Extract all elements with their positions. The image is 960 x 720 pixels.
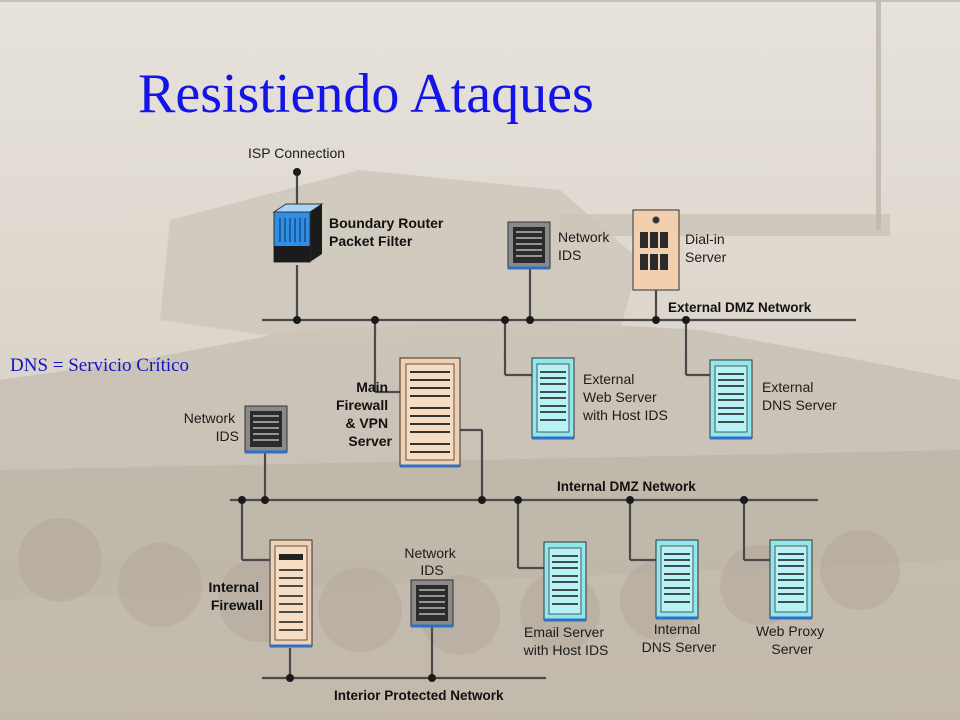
network-ids-internal-icon (410, 579, 454, 628)
external-dns-server-icon (709, 359, 753, 440)
network-ids-internal-label: Network IDS (404, 545, 459, 578)
interior-protected-network-label: Interior Protected Network (334, 688, 504, 703)
boundary-router-label: Boundary Router Packet Filter (329, 215, 447, 249)
email-server-label: Email Server with Host IDS (523, 624, 609, 658)
dial-in-server-label: Dial-in Server (685, 231, 729, 265)
internal-firewall-icon (269, 539, 313, 648)
network-ids-left-label: Network IDS (184, 410, 239, 444)
external-web-server-label: External Web Server with Host IDS (582, 371, 668, 423)
network-ids-external-label: Network IDS (558, 229, 613, 263)
web-proxy-server-icon (769, 539, 813, 620)
internal-firewall-label: Internal Firewall (209, 579, 263, 613)
web-proxy-server-label: Web Proxy Server (756, 623, 828, 657)
slide-title: Resistiendo Ataques (138, 63, 594, 125)
main-firewall-icon (399, 357, 461, 468)
external-dns-server-label: External DNS Server (762, 379, 837, 413)
email-server-icon (543, 541, 587, 622)
network-ids-left-icon (244, 405, 288, 454)
external-web-server-icon (531, 357, 575, 440)
main-firewall-label: Main Firewall & VPN Server (336, 379, 393, 449)
internal-dns-server-icon (655, 539, 699, 620)
boundary-router-icon (272, 203, 324, 263)
dns-critical-note: DNS = Servicio Crítico (10, 355, 190, 376)
internal-dmz-network-label: Internal DMZ Network (557, 479, 696, 494)
isp-connection-label: ISP Connection (248, 145, 345, 161)
network-ids-external-icon (507, 221, 551, 270)
external-dmz-network-label: External DMZ Network (668, 300, 812, 315)
internal-dns-server-label: Internal DNS Server (642, 621, 717, 655)
dial-in-server-icon (632, 209, 680, 291)
